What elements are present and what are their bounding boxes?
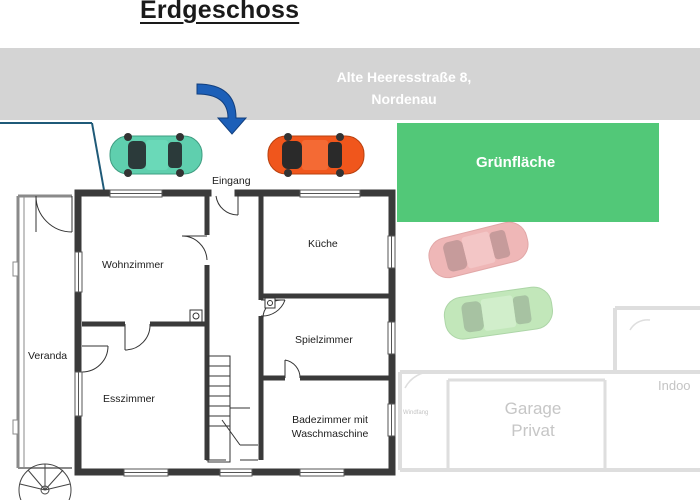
entrance-arrow-icon bbox=[196, 83, 248, 135]
address-line-1: Alte Heeresstraße 8, bbox=[336, 69, 472, 85]
car-icon bbox=[109, 133, 203, 177]
room-label-veranda: Veranda bbox=[28, 350, 68, 362]
windows bbox=[74, 189, 396, 477]
spiral-stair-icon bbox=[18, 463, 72, 500]
garage-label-line-1: Garage bbox=[504, 399, 562, 418]
garage-label-line-2: Privat bbox=[511, 421, 555, 440]
address-line-2: Nordenau bbox=[371, 91, 437, 107]
indoor-label: Indoo bbox=[658, 378, 691, 393]
street-band bbox=[0, 48, 700, 120]
room-label-esszimmer: Esszimmer bbox=[103, 393, 155, 405]
room-label-badezimmer: Badezimmer mit Waschmaschine bbox=[280, 413, 380, 441]
fixtures bbox=[189, 297, 276, 323]
address-label: Alte Heeresstraße 8, Nordenau bbox=[300, 66, 508, 110]
garage-label: Garage Privat bbox=[490, 398, 576, 442]
room-label-badezimmer-line-1: Badezimmer mit bbox=[292, 414, 368, 426]
interior-walls bbox=[82, 193, 390, 460]
car-icon bbox=[267, 133, 365, 177]
room-label-kueche: Küche bbox=[308, 238, 338, 250]
veranda-doors bbox=[35, 195, 109, 373]
veranda-frame bbox=[12, 194, 72, 469]
room-label-wohnzimmer: Wohnzimmer bbox=[102, 259, 164, 271]
interior-doors bbox=[124, 193, 301, 461]
room-label-spielzimmer: Spielzimmer bbox=[295, 334, 353, 346]
room-label-badezimmer-line-2: Waschmaschine bbox=[291, 428, 369, 440]
adjacent-building bbox=[398, 306, 700, 472]
car-icon bbox=[443, 286, 553, 340]
staircase-icon bbox=[207, 355, 258, 463]
property-boundary bbox=[0, 122, 105, 191]
car-icon bbox=[428, 221, 529, 279]
entrance-label: Eingang bbox=[212, 175, 251, 187]
page-title: Erdgeschoss bbox=[140, 0, 300, 24]
green-area bbox=[397, 123, 659, 222]
green-area-label: Grünfläche bbox=[476, 154, 556, 171]
windfang-label: Windfang bbox=[403, 410, 429, 416]
